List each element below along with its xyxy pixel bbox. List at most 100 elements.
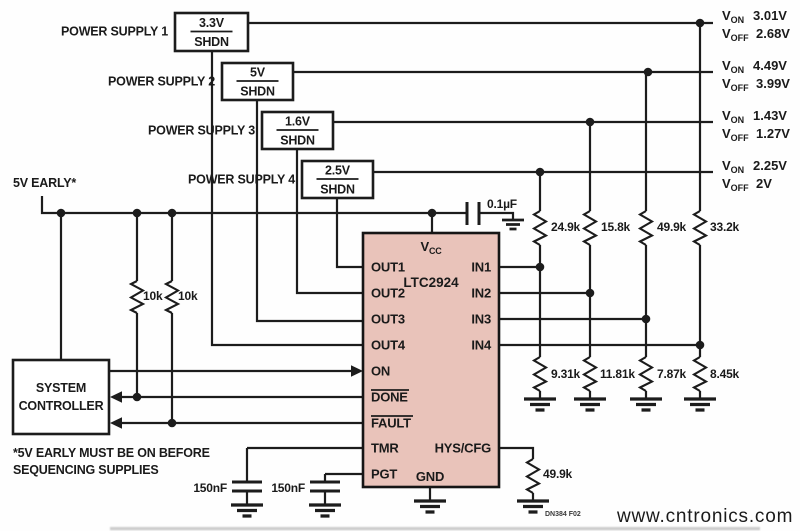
rbot3-value: 7.87k	[657, 367, 687, 381]
voff-value-1: 2.68V	[756, 26, 790, 41]
ground-symbols	[231, 218, 716, 518]
von-label-2: VON	[722, 58, 744, 75]
junction	[585, 117, 595, 127]
junction	[535, 167, 545, 177]
cap-pgt-plates	[310, 480, 340, 493]
supply3-shdn: SHDN	[280, 134, 315, 148]
rbot2-value: 11.81k	[600, 367, 635, 381]
pin-vcc: VCC	[420, 239, 442, 256]
voff-value-4: 2V	[756, 176, 772, 191]
supply3-voltage: 1.6V	[285, 115, 311, 129]
supply2-label: POWER SUPPLY 2	[108, 75, 215, 89]
junction	[56, 208, 66, 218]
junction	[427, 208, 437, 218]
pin-on: ON	[371, 364, 390, 379]
rtop1-value: 24.9k	[551, 220, 581, 234]
voff-label-1: VOFF	[722, 26, 749, 43]
resistors	[128, 210, 709, 494]
pin-out4: OUT4	[371, 338, 406, 353]
resistor-bottom-1	[531, 356, 549, 392]
ic-name: LTC2924	[403, 275, 459, 290]
ground-in1	[524, 397, 556, 412]
figure-code: DN384 F02	[545, 511, 581, 518]
cap-tmr-value: 150nF	[193, 481, 227, 495]
resistor-bottom-2	[581, 356, 599, 392]
junction	[695, 18, 705, 28]
pin-in3: IN3	[471, 312, 491, 327]
rtop2-value: 15.8k	[601, 220, 631, 234]
supply1-label: POWER SUPPLY 1	[61, 25, 168, 39]
pin-hys-cfg: HYS/CFG	[435, 441, 491, 456]
early-rail-label: 5V EARLY*	[13, 176, 76, 190]
junction	[132, 392, 142, 402]
pullup1-value: 10k	[143, 289, 163, 303]
note-line2: SEQUENCING SUPPLIES	[13, 463, 159, 477]
von-label-1: VON	[722, 8, 744, 25]
rtop3-value: 49.9k	[657, 220, 687, 234]
cap-vcc: 0.1µF	[465, 197, 517, 225]
junction	[535, 262, 545, 272]
power-supply-box-1: 3.3V SHDN	[173, 11, 250, 53]
cap-pgt-value: 150nF	[271, 481, 305, 495]
supply4-voltage: 2.5V	[325, 164, 351, 178]
wire-out4-shdn1	[210, 51, 363, 347]
voff-label-3: VOFF	[722, 126, 749, 143]
pin-in1: IN1	[471, 260, 491, 275]
controller-line2: CONTROLLER	[19, 399, 104, 413]
voff-label-4: VOFF	[722, 176, 749, 193]
supply2-voltage: 5V	[250, 66, 266, 80]
ground-in3	[630, 397, 662, 412]
rbot1-value: 9.31k	[551, 367, 581, 381]
pin-fault: FAULT	[371, 416, 411, 431]
pin-tmr: TMR	[371, 441, 399, 456]
von-value-3: 1.43V	[753, 108, 787, 123]
junction	[132, 208, 142, 218]
wire-tmr	[245, 446, 363, 505]
pin-pgt: PGT	[371, 467, 397, 482]
resistor-bottom-3	[637, 356, 655, 392]
controller-line1: SYSTEM	[36, 381, 86, 395]
ground-ic	[414, 499, 446, 514]
resistor-bottom-4	[691, 356, 709, 392]
controller-box	[11, 358, 111, 436]
supply4-label: POWER SUPPLY 4	[188, 173, 295, 187]
voff-value-2: 3.99V	[756, 76, 790, 91]
pin-in4: IN4	[471, 338, 492, 353]
supply1-shdn: SHDN	[194, 35, 229, 49]
cap-tmr-plates	[232, 480, 262, 493]
cap-pgt: 150nF	[271, 480, 340, 495]
pin-out1: OUT1	[371, 260, 405, 275]
junction	[167, 208, 177, 218]
pin-out2: OUT2	[371, 286, 405, 301]
resistor-top-2	[581, 210, 599, 246]
arrow-fault-icon	[110, 417, 122, 429]
von-label-3: VON	[722, 108, 744, 125]
ground-in2	[574, 397, 606, 412]
resistor-pullup-2	[163, 280, 181, 314]
junction	[167, 418, 177, 428]
pin-gnd: GND	[416, 469, 444, 484]
supply2-shdn: SHDN	[240, 85, 275, 99]
von-value-1: 3.01V	[753, 8, 787, 23]
cap-vcc-plates	[465, 202, 481, 225]
junction-dots	[56, 18, 705, 428]
rhys-value: 49.9k	[543, 467, 573, 481]
power-supply-box-2: 5V SHDN	[220, 61, 295, 102]
rbot4-value: 8.45k	[710, 367, 740, 381]
system-controller: SYSTEM CONTROLLER	[11, 358, 111, 436]
supply3-label: POWER SUPPLY 3	[148, 124, 255, 138]
resistor-top-1	[531, 210, 549, 246]
watermark: www.cntronics.com	[616, 506, 793, 527]
resistor-pullup-1	[128, 280, 146, 314]
pullup2-value: 10k	[178, 289, 198, 303]
cropped-caption-strip	[110, 527, 760, 531]
wire-5v-early	[40, 196, 467, 215]
voff-label-2: VOFF	[722, 76, 749, 93]
junction	[643, 67, 653, 77]
cap-vcc-value: 0.1µF	[487, 197, 517, 211]
junction	[641, 314, 651, 324]
von-value-2: 4.49V	[753, 58, 787, 73]
wire-cap-to-gnd	[479, 211, 515, 220]
note-line1: *5V EARLY MUST BE ON BEFORE	[13, 446, 210, 460]
